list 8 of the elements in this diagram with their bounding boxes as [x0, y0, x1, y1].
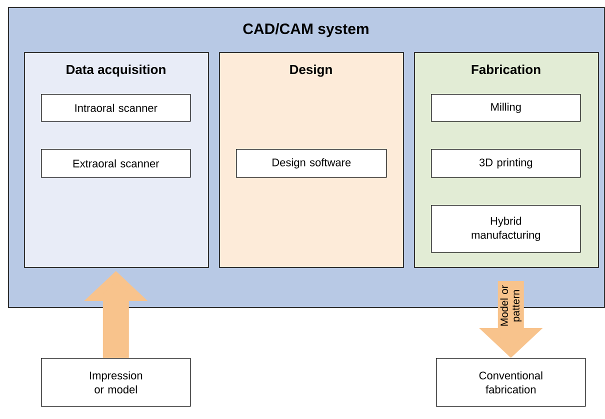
process-box: Conventional fabrication: [436, 358, 586, 407]
process-box: Design software: [236, 148, 387, 178]
process-box: 3D printing: [431, 148, 581, 178]
process-box: Intraoral scanner: [41, 94, 191, 122]
process-box: Extraoral scanner: [41, 148, 191, 178]
process-box: Hybrid manufacturing: [431, 204, 581, 253]
process-box: Impression or model: [41, 358, 191, 407]
process-box: Milling: [431, 94, 581, 122]
